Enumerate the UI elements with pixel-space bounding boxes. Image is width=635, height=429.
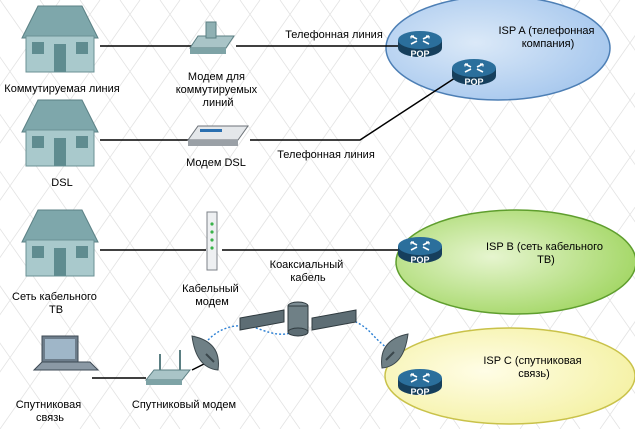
- dsl-house-label: DSL: [51, 177, 72, 189]
- dsl-house-icon: [21, 99, 99, 167]
- cable-house-label: Сеть кабельного ТВ: [12, 291, 100, 316]
- satellite-icon: [239, 301, 357, 337]
- phone-line-dsl-label: Телефонная линия: [277, 149, 375, 161]
- dialup-house-icon: [21, 5, 99, 73]
- isp-a-label: ISP A (телефонная компания): [498, 25, 597, 50]
- satellite-modem-label: Спутниковый модем: [132, 399, 236, 411]
- pop-label-a1: POP: [410, 49, 429, 59]
- link-dsl-phone-line: [250, 75, 459, 141]
- uplink-dish-icon: [191, 335, 219, 371]
- dialup-house-label: Коммутируемая линия: [4, 83, 119, 95]
- isp-c-cloud: [384, 327, 635, 425]
- cable-modem-label: Кабельный модем: [182, 283, 242, 308]
- laptop-icon: [32, 335, 100, 371]
- downlink-dish-icon: [381, 333, 409, 369]
- dialup-modem-label: Модем для коммутируемых линий: [176, 71, 261, 109]
- isp-b-label: ISP B (сеть кабельного ТВ): [486, 241, 606, 266]
- satellite-laptop-label: Спутниковая связь: [16, 399, 85, 424]
- dialup-modem-icon: [189, 21, 235, 54]
- coax-cable-label: Коаксиальный кабель: [270, 259, 347, 284]
- isp-a-cloud: [385, 0, 611, 101]
- cable-modem-icon: [206, 211, 218, 271]
- isp-c-label: ISP C (спутниковая связь): [483, 355, 584, 380]
- pop-label-a2: POP: [464, 77, 483, 87]
- dsl-modem-label: Модем DSL: [186, 157, 246, 169]
- pop-label-c: POP: [410, 387, 429, 397]
- uplink-wave: [207, 319, 305, 341]
- dsl-modem-icon: [187, 125, 249, 146]
- cable-house-icon: [21, 209, 99, 277]
- isp-b-cloud: [395, 209, 635, 315]
- satellite-modem-icon: [144, 350, 192, 385]
- pop-label-b: POP: [410, 255, 429, 265]
- phone-line-top-label: Телефонная линия: [285, 29, 383, 41]
